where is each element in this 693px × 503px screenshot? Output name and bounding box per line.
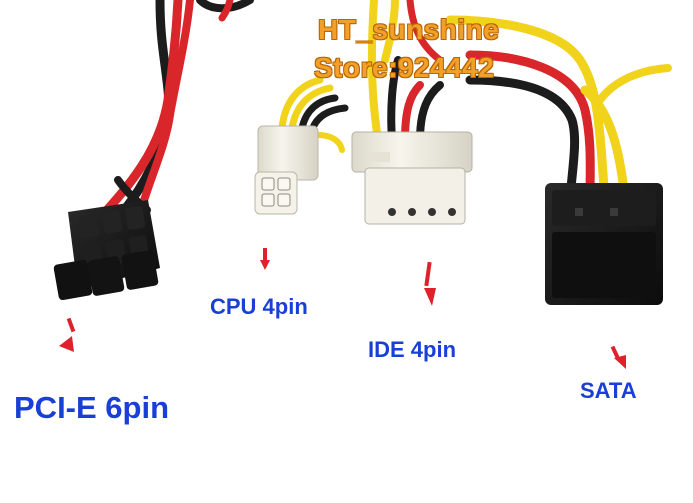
- ide-arrow-icon: [424, 261, 436, 306]
- pcie-label: PCI-E 6pin: [14, 390, 170, 425]
- sata-label: SATA: [580, 378, 637, 403]
- cpu-arrow-icon: [260, 248, 270, 270]
- ide-label: IDE 4pin: [368, 337, 457, 362]
- watermark-line-2: Store:924442: [314, 52, 495, 83]
- pcie-connector: [53, 200, 160, 301]
- sata-wires: [445, 15, 672, 205]
- cpu-wires: [278, 76, 349, 153]
- sata-connector: [545, 183, 663, 305]
- sata-arrow-icon: [610, 345, 626, 369]
- watermark-line-1: HT_sunshine: [318, 14, 500, 45]
- ide-connector: [351, 131, 473, 225]
- cpu-label: CPU 4pin: [210, 294, 308, 319]
- pointer-arrows: [59, 248, 626, 369]
- pcie-arrow-icon: [59, 317, 76, 352]
- pcie-wires: [93, 0, 254, 225]
- cpu-connector: [254, 125, 319, 215]
